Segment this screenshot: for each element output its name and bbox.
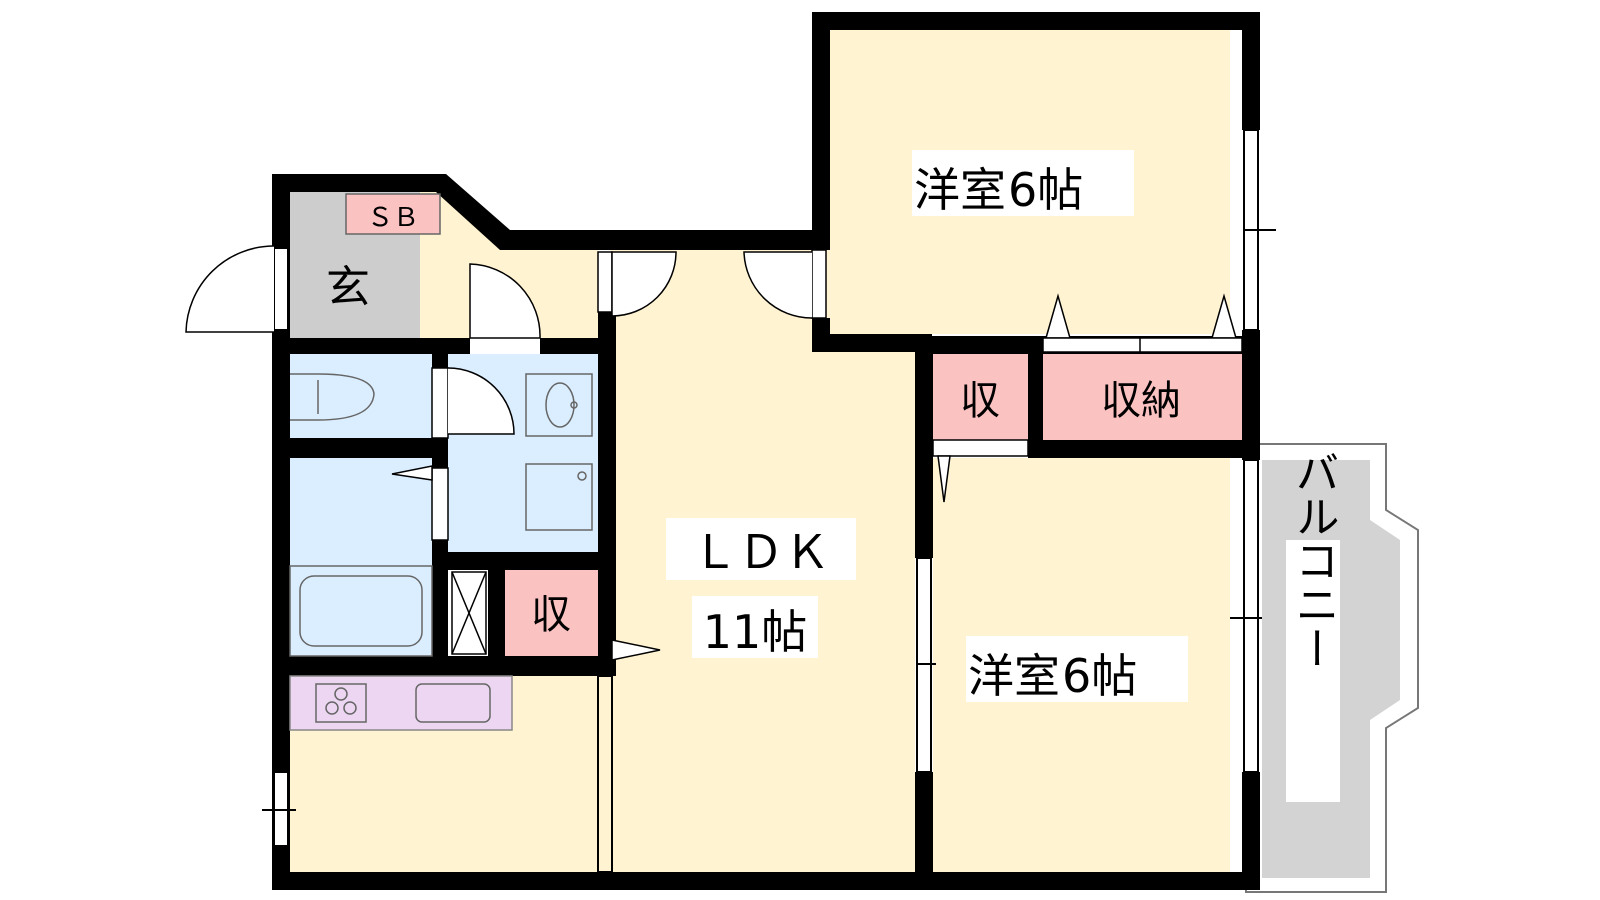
door-entrance	[185, 245, 275, 333]
walls	[272, 12, 1260, 890]
closet-top-label: 収	[960, 378, 1000, 424]
door-closet-top	[937, 455, 951, 503]
wall-top-left	[272, 174, 812, 250]
kitchen-sink	[415, 683, 491, 723]
entrance-label: 玄	[326, 262, 370, 313]
door-ldk-west	[611, 639, 661, 661]
wall-ldk-east	[915, 336, 933, 558]
western-room-2-size: 6帖	[1062, 649, 1137, 703]
closet-big-label: 収納	[1101, 378, 1181, 424]
labels: 洋室 6帖 洋室 6帖 ＬＤＫ 11帖 玄 ＳＢ 収 収 収納 バルコニー	[326, 150, 1340, 802]
doors	[185, 245, 1243, 661]
wall-w1-top	[812, 12, 1260, 30]
wall-bath-right-lower	[432, 540, 448, 676]
wall-w1-right-lower	[1242, 330, 1260, 460]
wall-closet-row-bottom	[1028, 440, 1260, 458]
closet-top-floor	[933, 354, 1028, 440]
wall-bath-right	[432, 438, 448, 468]
door-bath-frame	[431, 467, 449, 541]
wall-w1-left	[812, 12, 830, 250]
windows	[262, 129, 1276, 873]
bathtub	[299, 575, 423, 647]
door-w1-frame	[811, 249, 827, 319]
wall-kitchen-top	[272, 656, 616, 676]
kitchen-counter	[289, 675, 513, 731]
bathtub-outer	[289, 565, 433, 657]
wall-core-east	[598, 312, 616, 674]
wall-w1-bottom	[812, 334, 932, 352]
shoe-box	[345, 193, 441, 235]
wall-w2-right	[1242, 440, 1260, 460]
door-corridor	[469, 263, 541, 339]
closet-big-floor	[1043, 354, 1243, 440]
wall-w1-stub	[812, 318, 830, 352]
wall-corridor-bottom	[540, 338, 616, 354]
wall-closet-divider	[1028, 336, 1043, 458]
window-w2-east	[1243, 459, 1259, 773]
wall-w2-right-lower	[1242, 772, 1260, 889]
window-entrance-west	[273, 247, 289, 331]
corridor-floor	[420, 192, 598, 338]
door-closet-big-frame	[1042, 337, 1243, 353]
western-room-1-size: 6帖	[1008, 163, 1083, 217]
closet-small-label: 収	[531, 592, 571, 638]
door-toilet	[447, 367, 515, 435]
western-room-1-name: 洋室	[914, 163, 1006, 217]
wall-ldk-east-lower	[915, 772, 933, 889]
door-bath	[391, 465, 433, 481]
wall-wash-bottom	[432, 552, 616, 570]
western-room-2-name: 洋室	[968, 649, 1060, 703]
shoe-box-label: ＳＢ	[367, 203, 419, 233]
wall-utility-right	[488, 570, 505, 676]
fixtures	[289, 373, 593, 657]
utility-space	[451, 571, 487, 655]
wall-w1-right	[1242, 12, 1260, 130]
ldk-name: ＬＤＫ	[692, 525, 830, 579]
bathroom-floor	[290, 458, 432, 656]
door-ldk	[611, 251, 677, 317]
wall-entrance-bottom	[272, 338, 470, 354]
washbasin	[525, 373, 593, 437]
door-toilet-frame	[431, 367, 449, 439]
window-ldk-west	[597, 675, 613, 873]
toilet-bowl	[290, 373, 375, 421]
balcony-outline	[1245, 443, 1419, 893]
door-ldk-frame	[597, 251, 613, 313]
washing-machine-space	[525, 463, 593, 531]
door-closet-top-frame	[932, 439, 1029, 457]
ldk-size: 11帖	[703, 605, 808, 659]
wall-toilet-right	[432, 354, 448, 368]
small-closet-floor	[505, 570, 598, 656]
wall-south	[272, 872, 1260, 890]
toilet-floor	[290, 354, 432, 438]
stove	[315, 683, 367, 723]
balcony-label: バルコニー	[1288, 450, 1339, 670]
wall-toilet-bottom	[272, 438, 448, 458]
door-w1	[743, 251, 813, 319]
